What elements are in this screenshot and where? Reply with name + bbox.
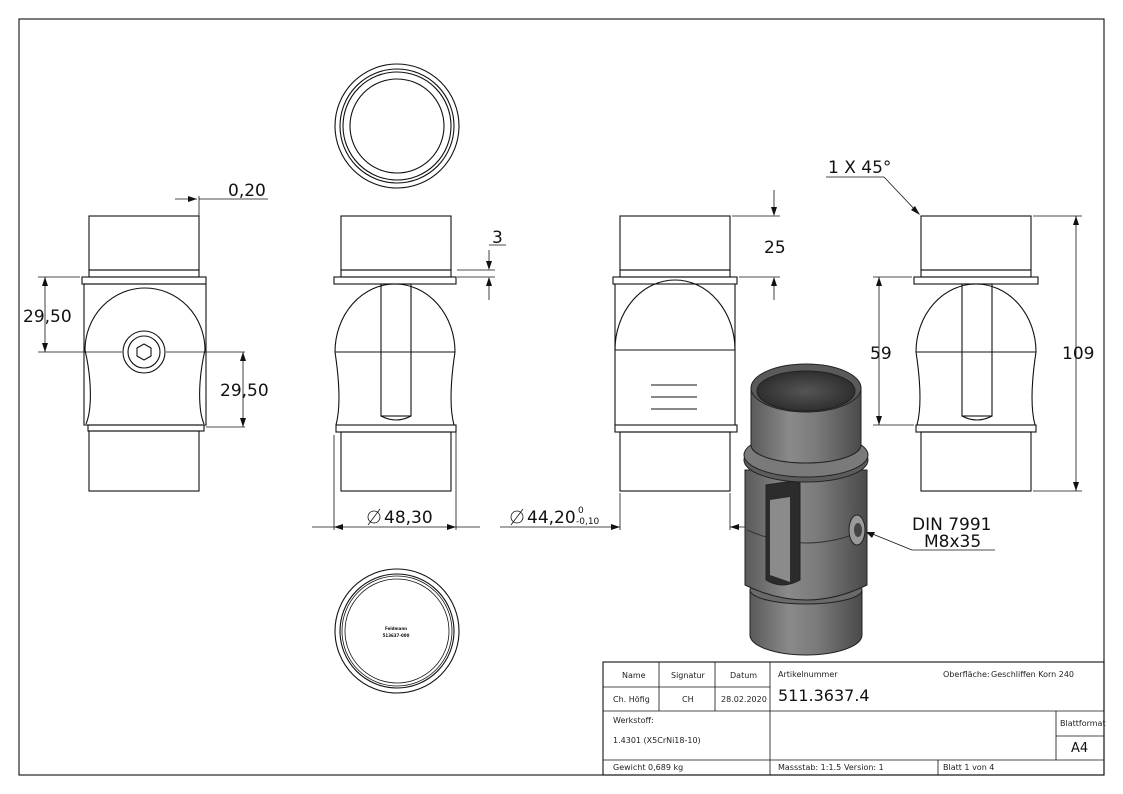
datum-value: 28.02.2020 <box>721 695 767 704</box>
title-block: Name Signatur Datum Ch. Höfig CH 28.02.2… <box>602 661 1106 776</box>
col-datum-label: Datum <box>730 671 757 680</box>
blattformat-label: Blattformat <box>1060 719 1106 728</box>
col-signatur-label: Signatur <box>671 671 706 680</box>
screw-size: M8x35 <box>924 532 981 552</box>
massstab: Massstab: 1:1.5 <box>778 763 841 772</box>
oberflaeche-label: Oberfläche: <box>943 670 990 679</box>
dim-diameter-outer: 48,30 <box>384 508 433 528</box>
dim-height-top: 29,50 <box>23 307 72 327</box>
bottom-view: Feldmann 513637-000 <box>334 568 460 694</box>
blatt: Blatt 1 von 4 <box>943 763 994 772</box>
dim-slot-length: 59 <box>870 344 892 364</box>
name-value: Ch. Höfig <box>613 695 650 704</box>
oberflaeche-value: Geschliffen Korn 240 <box>991 670 1074 679</box>
col-name-label: Name <box>622 671 646 680</box>
dim-top-length: 25 <box>764 238 786 258</box>
side-view-right: 25 44,20 0 -0,10 <box>500 190 786 530</box>
version: Version: 1 <box>844 763 884 772</box>
werkstoff-label: Werkstoff: <box>613 716 654 725</box>
side-view-far-right: 1 X 45° 59 109 <box>826 158 1094 492</box>
gewicht: Gewicht 0,689 kg <box>613 763 683 772</box>
screw-standard: DIN 7991 <box>912 515 992 535</box>
engraving-line2: 513637-000 <box>383 633 410 638</box>
dim-overall-height: 109 <box>1062 344 1094 364</box>
werkstoff-value: 1.4301 (X5CrNi18-10) <box>613 736 701 745</box>
tol-lower: -0,10 <box>576 517 600 527</box>
engraving-line1: Feldmann <box>385 626 407 631</box>
dim-height-bottom: 29,50 <box>220 381 269 401</box>
isometric-render: DIN 7991 M8x35 <box>743 363 995 656</box>
dim-gap: 0,20 <box>228 181 266 201</box>
artikel-number: 511.3637.4 <box>778 686 870 705</box>
front-view: 3 48,30 <box>312 215 506 530</box>
dim-diameter-inner: 44,20 <box>527 508 576 528</box>
tol-upper: 0 <box>578 506 584 516</box>
signatur-value: CH <box>682 695 694 704</box>
side-view-left: 0,20 29,50 29,50 <box>23 181 269 492</box>
dim-chamfer: 1 X 45° <box>828 158 891 178</box>
artikel-label: Artikelnummer <box>778 670 838 679</box>
top-view <box>334 63 460 189</box>
dim-flange-step: 3 <box>492 228 503 248</box>
blattformat-value: A4 <box>1071 741 1088 756</box>
sheet-border <box>18 18 1105 776</box>
